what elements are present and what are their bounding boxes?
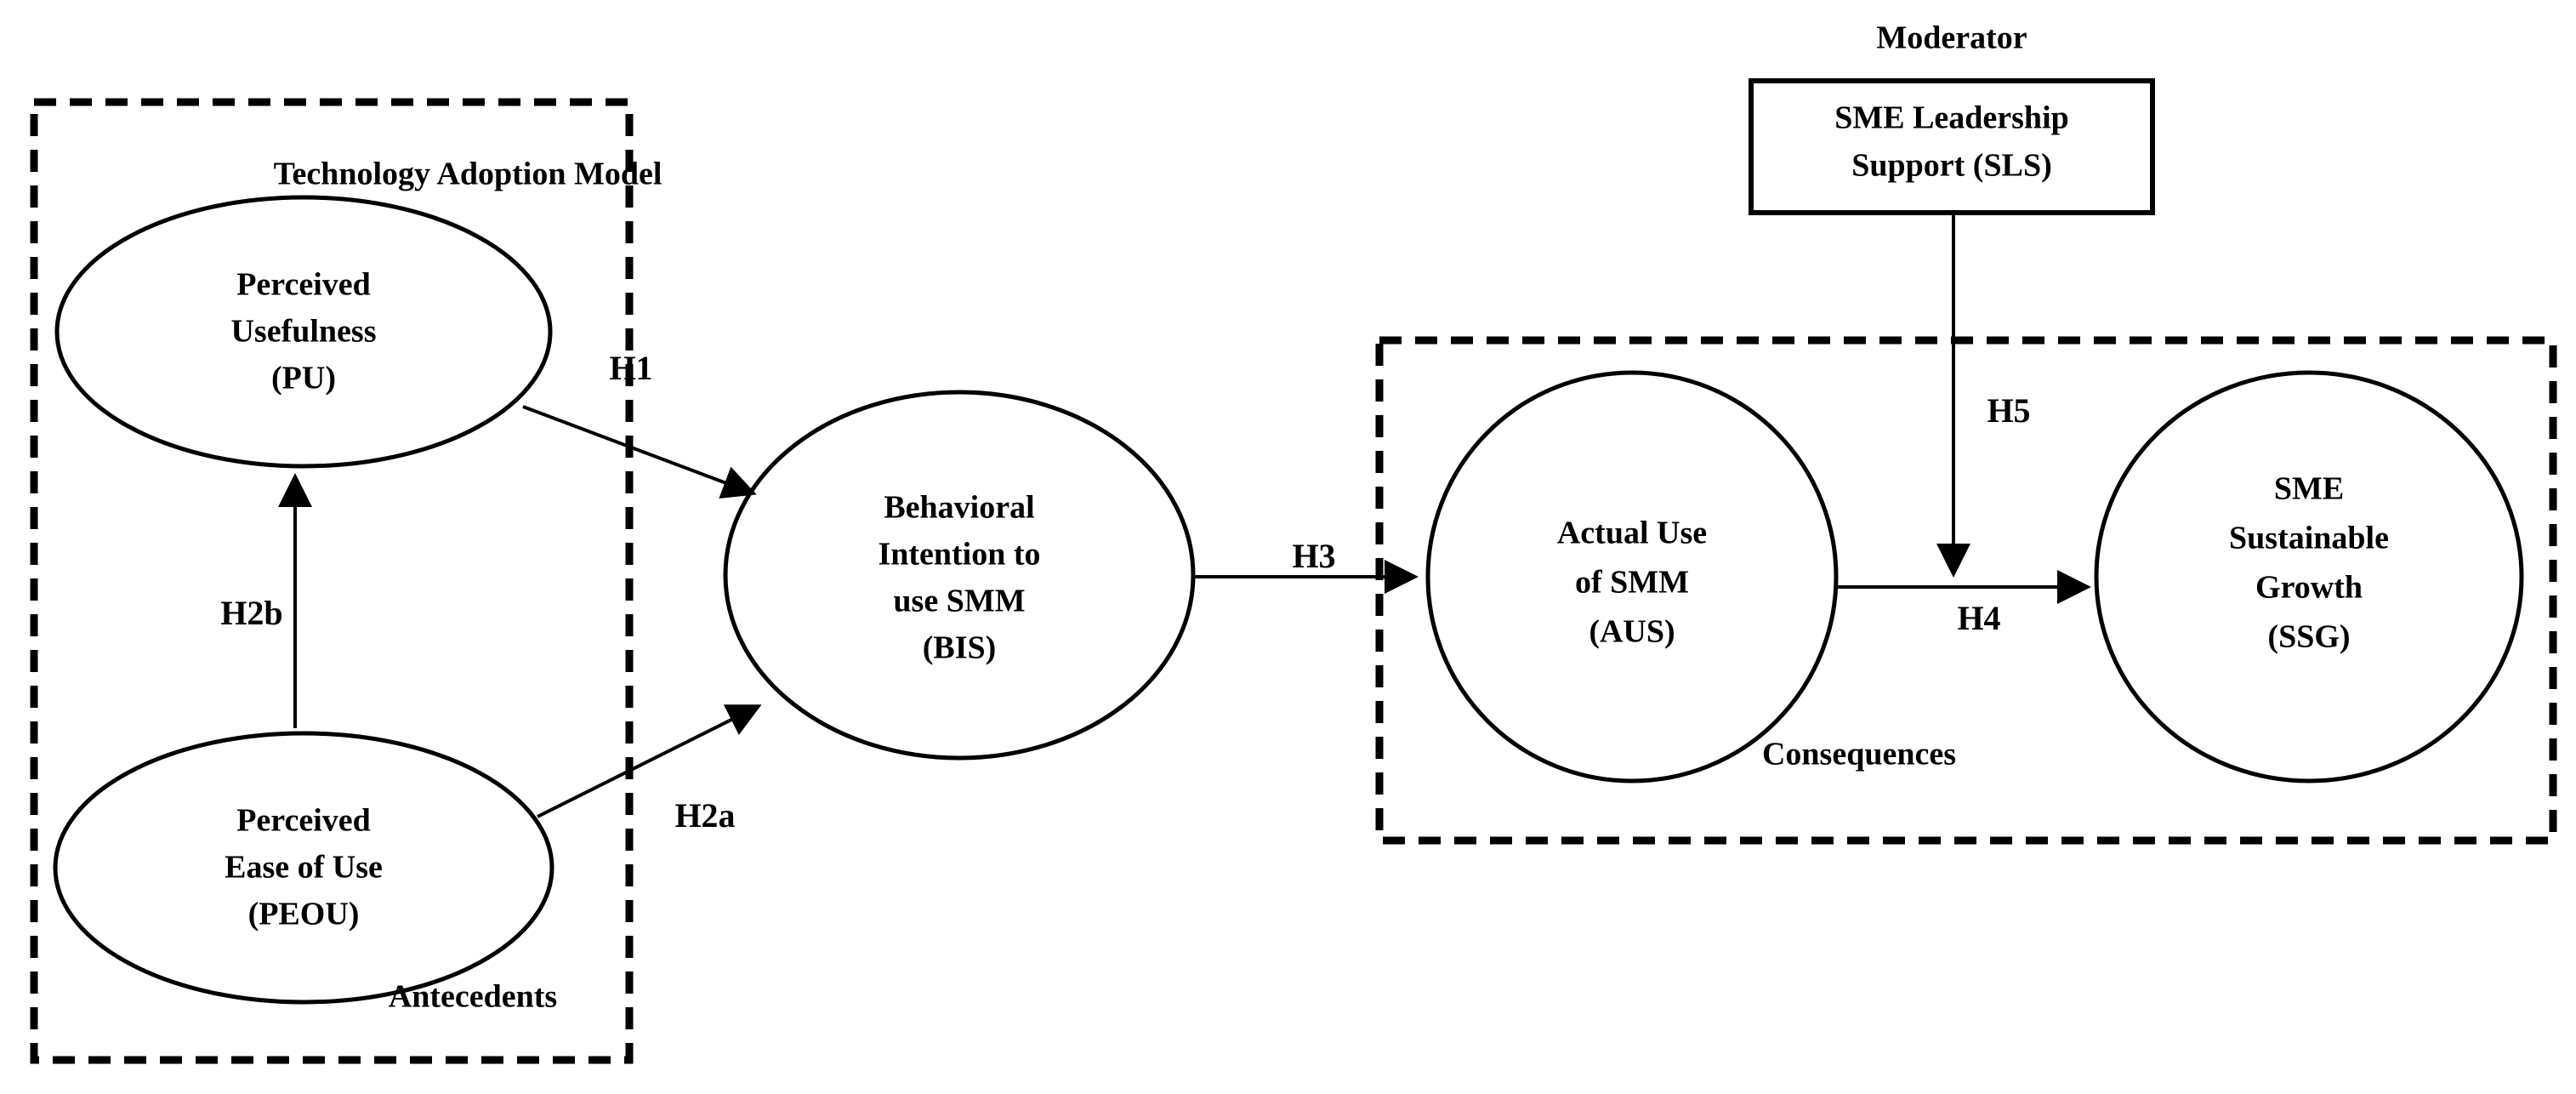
node-label-peou-line3: (PEOU) (248, 897, 360, 932)
node-label-bis-line3: use SMM (893, 584, 1025, 619)
hypothesis-label-h2b: H2b (220, 594, 282, 632)
node-sme-leadership-support[interactable] (1749, 78, 2155, 215)
antecedents-label: Antecedents (389, 979, 557, 1015)
node-behavioral-intention[interactable] (723, 390, 1196, 761)
hypothesis-label-h2a: H2a (674, 796, 735, 835)
hypothesis-label-h1: H1 (609, 349, 652, 387)
node-label-aus-line1: Actual Use (1557, 516, 1707, 551)
node-perceived-ease-of-use[interactable] (53, 731, 554, 1005)
hypothesis-label-h3: H3 (1292, 537, 1335, 575)
node-label-ssg-line1: SME (2274, 471, 2344, 507)
consequences-label: Consequences (1762, 737, 1956, 772)
hypothesis-label-h4: H4 (1957, 599, 2000, 637)
moderator-caption: Moderator (1876, 20, 2027, 56)
node-label-bis-line2: Intention to (878, 537, 1040, 573)
hypothesis-label-h5: H5 (1987, 391, 2030, 430)
node-label-sls-line2: Support (SLS) (1851, 148, 2051, 184)
node-label-aus-line2: of SMM (1575, 565, 1689, 601)
node-label-sls-line1: SME Leadership (1834, 100, 2069, 136)
node-label-peou-line1: Perceived (236, 803, 371, 839)
node-actual-use-of-smm[interactable] (1425, 370, 1839, 783)
connector-h1 (522, 405, 757, 499)
node-label-ssg-line2: Sustainable (2229, 521, 2389, 556)
node-label-pu-line3: (PU) (271, 361, 336, 396)
node-label-peou-line2: Ease of Use (225, 850, 383, 886)
consequences-group-border (1375, 336, 2557, 845)
node-label-pu-line1: Perceived (236, 267, 371, 303)
node-label-aus-line3: (AUS) (1589, 614, 1675, 650)
technology-adoption-model-label: Technology Adoption Model (274, 157, 662, 192)
node-perceived-usefulness[interactable] (54, 195, 553, 469)
node-label-ssg-line3: Growth (2255, 570, 2363, 606)
antecedents-group-border (30, 98, 634, 1064)
node-label-pu-line2: Usefulness (230, 314, 376, 350)
node-label-bis-line4: (BIS) (923, 630, 997, 666)
connector-h2a (537, 704, 762, 818)
node-label-ssg-line4: (SSG) (2267, 619, 2350, 655)
node-sme-sustainable-growth[interactable] (2094, 370, 2524, 783)
node-label-bis-line1: Behavioral (884, 490, 1034, 526)
